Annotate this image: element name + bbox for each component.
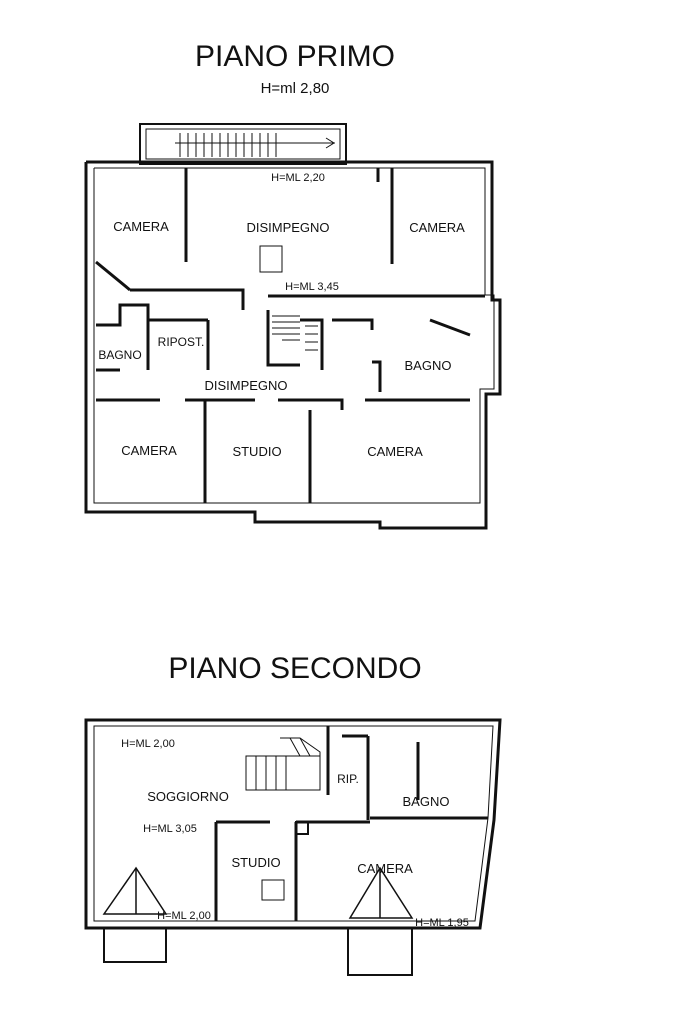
height-label-d: H=ML 1,95 (415, 917, 469, 929)
floor-2-outer-walls (84, 718, 502, 930)
height-label-mid: H=ML 3,45 (285, 281, 339, 293)
floor-2-title: PIANO SECONDO (168, 652, 422, 685)
floor-1-skylight (259, 245, 283, 273)
height-label-b: H=ML 3,05 (143, 823, 197, 835)
floor-2-bumpouts (103, 928, 413, 976)
room-camera-2: CAMERA (357, 861, 413, 876)
floor-2-stairs (245, 737, 321, 791)
floor-1-height-note: H=ml 2,80 (260, 80, 330, 97)
floor-1-labels: CAMERA DISIMPEGNO CAMERA BAGNO RIPOST. D… (98, 172, 465, 459)
room-camera-se: CAMERA (367, 444, 423, 459)
height-label-c: H=ML 2,00 (157, 910, 211, 922)
floor-2-labels: SOGGIORNO RIP. BAGNO STUDIO CAMERA H=ML … (121, 738, 469, 929)
room-bagno-e: BAGNO (405, 358, 452, 373)
room-studio-2: STUDIO (231, 855, 280, 870)
floor-2-skylight (261, 879, 285, 901)
room-soggiorno: SOGGIORNO (147, 789, 229, 804)
floor-1-outer-walls (84, 160, 502, 530)
room-bagno-2: BAGNO (403, 794, 450, 809)
floor-1-plan (84, 123, 502, 530)
room-camera-nw: CAMERA (113, 219, 169, 234)
floor-1-title: PIANO PRIMO (194, 40, 396, 73)
room-rip: RIP. (337, 772, 359, 786)
room-disimpegno-mid: DISIMPEGNO (204, 378, 287, 393)
floor-1-balcony (139, 123, 347, 165)
room-bagno-w: BAGNO (98, 348, 141, 362)
room-ripost: RIPOST. (158, 335, 205, 349)
floor-2-dormers (102, 866, 414, 919)
room-camera-sw: CAMERA (121, 443, 177, 458)
floor-2-plan (84, 718, 502, 976)
floor-1-stairs (272, 315, 318, 351)
room-camera-ne: CAMERA (409, 220, 465, 235)
height-label-a: H=ML 2,00 (121, 738, 175, 750)
floor-1-interior-walls (95, 168, 485, 503)
room-disimpegno-top: DISIMPEGNO (246, 220, 329, 235)
floor-2-interior-walls (214, 726, 488, 921)
room-studio-1: STUDIO (232, 444, 281, 459)
height-label-top: H=ML 2,20 (271, 172, 325, 184)
